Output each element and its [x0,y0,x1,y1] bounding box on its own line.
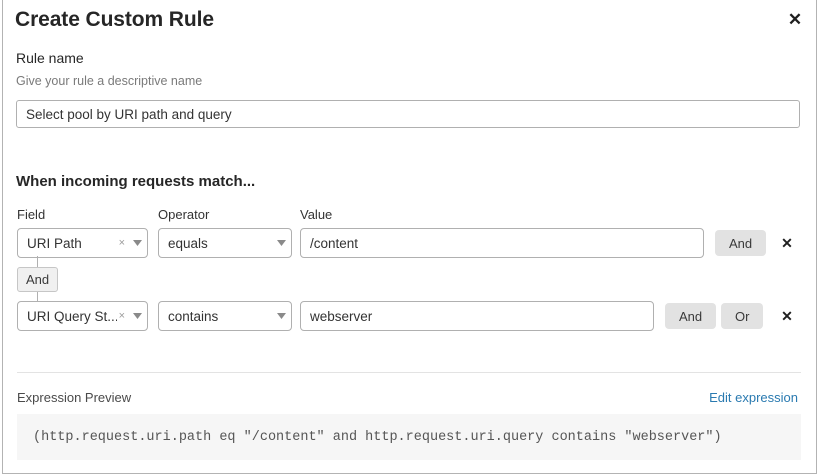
edit-expression-link[interactable]: Edit expression [709,390,798,405]
value-input-1[interactable] [300,228,704,258]
column-header-value: Value [300,207,333,222]
logic-and-button-1[interactable]: And [715,230,767,256]
field-select-1[interactable]: URI Path × [17,228,148,258]
expression-preview-text: (http.request.uri.path eq "/content" and… [33,429,722,445]
rule-name-input[interactable] [16,100,800,128]
connector-line-bottom [37,292,38,303]
expression-preview-label: Expression Preview [17,390,132,405]
operator-select-2-label: contains [168,308,219,324]
expression-preview-box: (http.request.uri.path eq "/content" and… [17,414,801,460]
chevron-down-icon[interactable] [127,240,147,246]
value-input-2[interactable] [300,301,654,331]
chevron-down-icon[interactable] [127,313,147,319]
operator-select-2[interactable]: contains [158,301,292,331]
logic-and-button-2[interactable]: And [665,303,717,329]
connector-and-badge[interactable]: And [17,267,59,292]
clear-icon[interactable]: × [118,236,125,249]
rule-name-help-text: Give your rule a descriptive name [16,74,203,88]
page-title: Create Custom Rule [15,8,214,31]
delete-condition-button-2[interactable]: ✕ [776,305,798,327]
operator-select-1[interactable]: equals [158,228,292,258]
chevron-down-icon[interactable] [271,240,291,246]
logic-or-button-2[interactable]: Or [721,303,764,329]
clear-icon[interactable]: × [118,309,125,322]
field-select-1-label: URI Path [27,235,82,251]
connector-line-top [37,256,38,268]
field-select-2-label: URI Query St... [27,308,117,324]
rule-name-label: Rule name [16,50,84,66]
close-icon[interactable]: ✕ [782,6,808,32]
column-header-field: Field [17,207,46,222]
column-header-operator: Operator [158,207,210,222]
conditions-section-heading: When incoming requests match... [16,173,256,190]
field-select-2[interactable]: URI Query St... × [17,301,148,331]
operator-select-1-label: equals [168,235,208,251]
chevron-down-icon[interactable] [271,313,291,319]
section-divider [17,372,801,373]
delete-condition-button-1[interactable]: ✕ [776,232,798,254]
